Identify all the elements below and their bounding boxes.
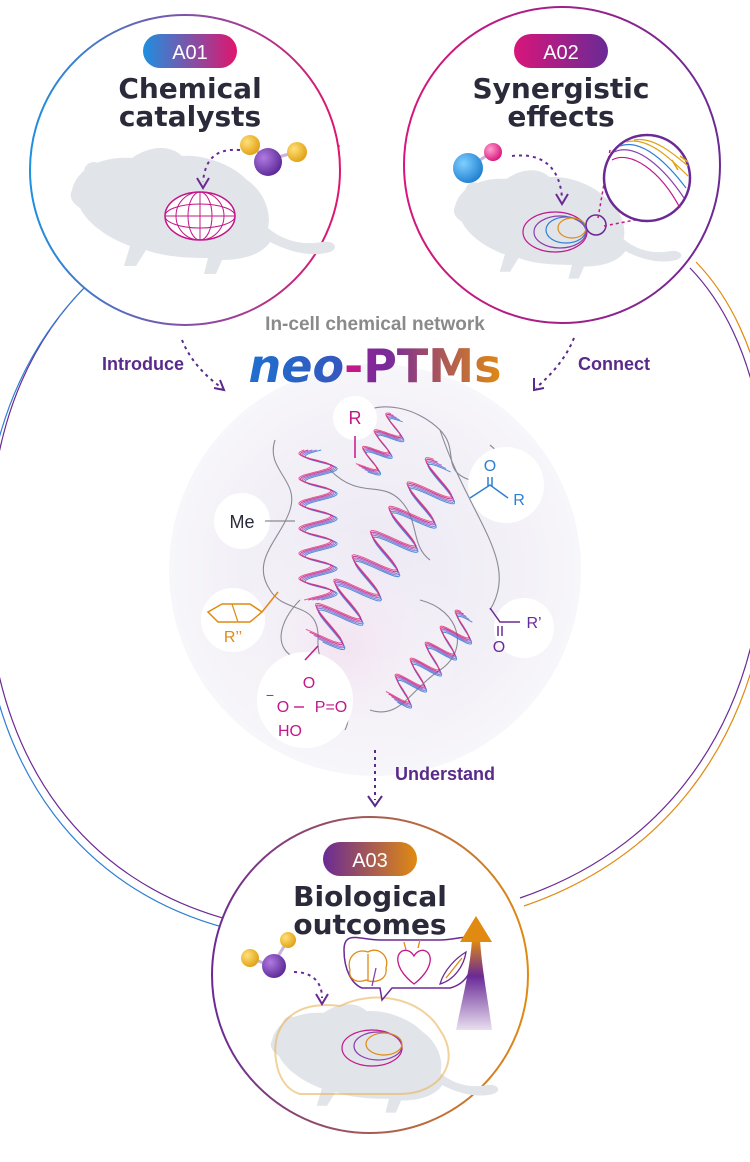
understand-label: Understand <box>395 764 495 784</box>
phos-o-top: O <box>303 675 315 692</box>
phos-mid: P=O <box>315 699 347 716</box>
organ-bubble <box>343 936 475 1002</box>
ester-r-label: R’ <box>526 615 541 632</box>
phosphate-bubble: O − O P=O HO <box>257 645 353 748</box>
outcome-molecule-icon <box>241 932 296 978</box>
a03-title-line2: outcomes <box>293 908 446 941</box>
a01-tag-pill <box>143 34 237 68</box>
helix-0-strand-0 <box>304 449 338 601</box>
synergy-dotted-arrow <box>511 154 563 199</box>
catalyst-sphere-icon <box>164 191 236 241</box>
catalyst-dotted-arrow <box>202 148 241 183</box>
a03-title-line1: Biological <box>293 880 447 913</box>
brand-prefix: neo <box>249 339 345 393</box>
heart-icon <box>397 939 431 985</box>
acyl-bubble: O R <box>468 447 544 523</box>
magnified-fiber-icon <box>602 133 692 223</box>
helix-0-strand-2 <box>301 449 335 601</box>
helix-1-strand-4 <box>305 457 452 644</box>
module-a02-circle: A02 Synergistic effects <box>403 6 721 324</box>
a01-tag: A01 <box>172 42 208 64</box>
helix-group <box>298 412 473 709</box>
network-label: In-cell chemical network <box>265 314 485 335</box>
synergy-molecule-icon <box>453 143 502 183</box>
helix-1-strand-2 <box>313 460 454 647</box>
ring-r-label: R’’ <box>224 629 242 646</box>
a01-title-line2: catalysts <box>119 100 261 133</box>
brand-title: neo-PTMs <box>249 339 502 393</box>
helix-0-strand-1 <box>303 449 337 601</box>
acyl-r-label: R <box>513 492 525 509</box>
helix-0-strand-3 <box>299 449 333 601</box>
outcome-ribbon-icon <box>341 1029 403 1067</box>
a02-tag: A02 <box>543 42 579 64</box>
helix-0-strand-4 <box>298 449 332 601</box>
ester-bubble: R’ O <box>489 598 554 658</box>
r-group-top: R <box>333 396 377 458</box>
a02-tag-pill <box>514 34 608 68</box>
phos-o-left: O <box>277 699 289 716</box>
module-a03-circle: A03 Biological outcomes <box>211 816 529 1134</box>
phos-ho: HO <box>278 723 302 740</box>
brand-suffix: PTMs <box>363 339 501 393</box>
introduce-label: Introduce <box>102 354 184 374</box>
a02-title-line2: effects <box>507 100 614 133</box>
acyl-o-label: O <box>484 458 496 475</box>
a03-tag-pill <box>323 842 417 876</box>
phos-neg: − <box>266 687 274 703</box>
increase-arrow-icon <box>456 916 492 1030</box>
brand-dash: - <box>344 339 363 393</box>
connect-arrow <box>535 337 575 389</box>
methyl-bubble: Me <box>214 493 295 549</box>
connect-label: Connect <box>578 354 650 374</box>
a01-title-line1: Chemical <box>118 72 261 105</box>
methyl-label: Me <box>229 512 254 532</box>
ester-o-label: O <box>493 639 505 656</box>
catalyst-molecule-icon <box>240 135 307 176</box>
ring-bubble: R’’ <box>201 588 279 652</box>
a02-title-line1: Synergistic <box>472 72 649 105</box>
muscle-icon <box>439 950 467 985</box>
helix-2-strand-4 <box>385 609 470 703</box>
brain-icon <box>348 949 388 987</box>
helix-3-strand-4 <box>355 412 401 471</box>
r1-label: R <box>349 408 362 428</box>
introduce-arrow <box>181 339 223 389</box>
module-a01-circle: A01 Chemical catalysts <box>29 14 341 326</box>
a03-tag: A03 <box>352 850 388 872</box>
